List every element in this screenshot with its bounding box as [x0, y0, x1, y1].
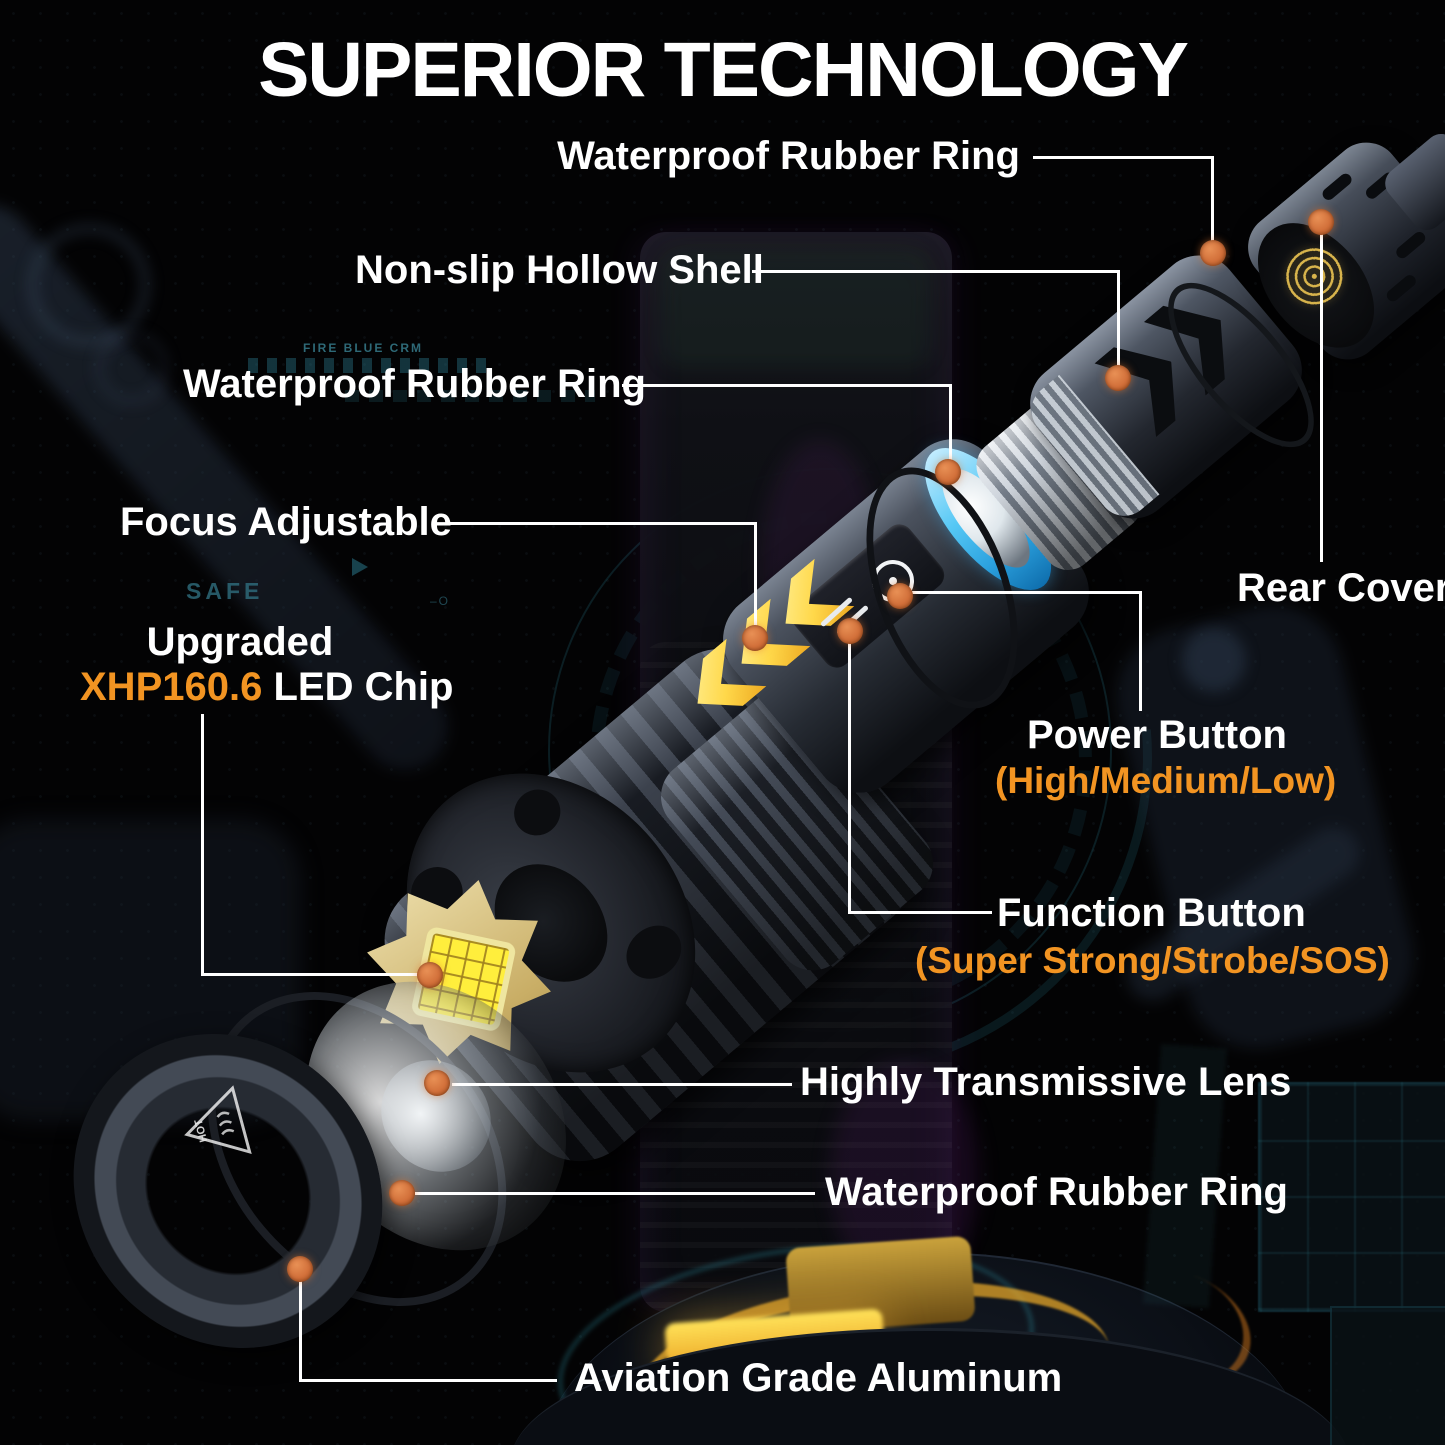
- leader-line: [1320, 230, 1323, 562]
- label-lens: Highly Transmissive Lens: [800, 1060, 1292, 1104]
- callout-dot-focus: [742, 625, 768, 651]
- background-robot-head: [1182, 628, 1246, 692]
- label-rear-cover: Rear Cover: [1237, 566, 1445, 610]
- leader-line: [452, 1083, 792, 1086]
- background-crate: [1330, 1306, 1445, 1445]
- leader-line: [752, 270, 1120, 273]
- leader-line: [622, 384, 952, 387]
- leader-line: [1139, 591, 1142, 711]
- callout-dot-hollow-shell: [1105, 365, 1131, 391]
- leader-line: [1211, 156, 1214, 254]
- callout-dot-function-button: [837, 618, 863, 644]
- tailcap-slot: [1320, 171, 1354, 203]
- leader-line: [299, 1379, 557, 1382]
- leader-line: [848, 640, 851, 914]
- callout-dot-waterproof-ring-mid: [935, 459, 961, 485]
- callout-dot-rear-cover: [1308, 209, 1334, 235]
- label-led-line1: Upgraded: [146, 620, 334, 664]
- label-function-modes: (Super Strong/Strobe/SOS): [915, 940, 1390, 981]
- label-focus-adjustable: Focus Adjustable: [120, 500, 452, 544]
- hud-equalizer-bars: [345, 390, 595, 402]
- hot-warning-mark: HOT: [184, 1085, 252, 1155]
- callout-dot-lens: [424, 1070, 450, 1096]
- leader-line: [201, 714, 204, 976]
- label-power-button: Power Button: [1027, 713, 1287, 757]
- label-aviation-aluminum: Aviation Grade Aluminum: [574, 1356, 1063, 1400]
- leader-line: [415, 1192, 815, 1195]
- background-column-glow: [660, 248, 930, 368]
- callout-dot-aluminum: [287, 1256, 313, 1282]
- leader-line: [910, 591, 1142, 594]
- callout-dot-waterproof-ring-top: [1200, 240, 1226, 266]
- hud-play-icon: [352, 558, 368, 576]
- label-power-modes: (High/Medium/Low): [995, 760, 1337, 801]
- leader-line: [1117, 270, 1120, 378]
- label-led-chip: Upgraded XHP160.6 LED Chip: [80, 620, 453, 710]
- leader-line: [1033, 156, 1213, 159]
- label-led-model: XHP160.6: [80, 665, 263, 709]
- page-title: SUPERIOR TECHNOLOGY: [258, 27, 1189, 113]
- label-waterproof-ring-mid: Waterproof Rubber Ring: [183, 362, 646, 406]
- label-hollow-shell: Non-slip Hollow Shell: [355, 248, 764, 292]
- label-waterproof-ring-bottom: Waterproof Rubber Ring: [825, 1170, 1288, 1214]
- hud-text-title: FIRE BLUE CRM: [303, 341, 423, 355]
- leader-line: [754, 522, 757, 634]
- hud-equalizer-bars: [248, 358, 488, 373]
- head-vent-hole: [504, 780, 570, 846]
- hot-warning-text: HOT: [193, 1118, 211, 1144]
- callout-dot-led-chip: [417, 962, 443, 988]
- leader-line: [949, 384, 952, 468]
- leader-line: [201, 973, 419, 976]
- leader-line: [848, 911, 992, 914]
- hud-text-safe: SAFE: [186, 578, 264, 604]
- leader-line: [299, 1278, 302, 1382]
- head-vent-hole: [616, 915, 692, 990]
- label-led-line2: LED Chip: [262, 665, 454, 709]
- hud-tick-mark: –O: [430, 594, 451, 608]
- label-waterproof-ring-top: Waterproof Rubber Ring: [557, 134, 1020, 178]
- background-crate: [1258, 1082, 1445, 1312]
- callout-dot-power-button: [887, 583, 913, 609]
- background-gear-circle: [28, 224, 150, 346]
- tailcap-slot: [1394, 229, 1428, 261]
- callout-dot-waterproof-ring-bottom: [389, 1180, 415, 1206]
- background-gear-circle: [96, 332, 168, 404]
- tailcap-slot: [1384, 272, 1419, 304]
- label-function-button: Function Button: [997, 891, 1306, 935]
- leader-line: [448, 522, 757, 525]
- lens-inner-reflection: [358, 1038, 514, 1194]
